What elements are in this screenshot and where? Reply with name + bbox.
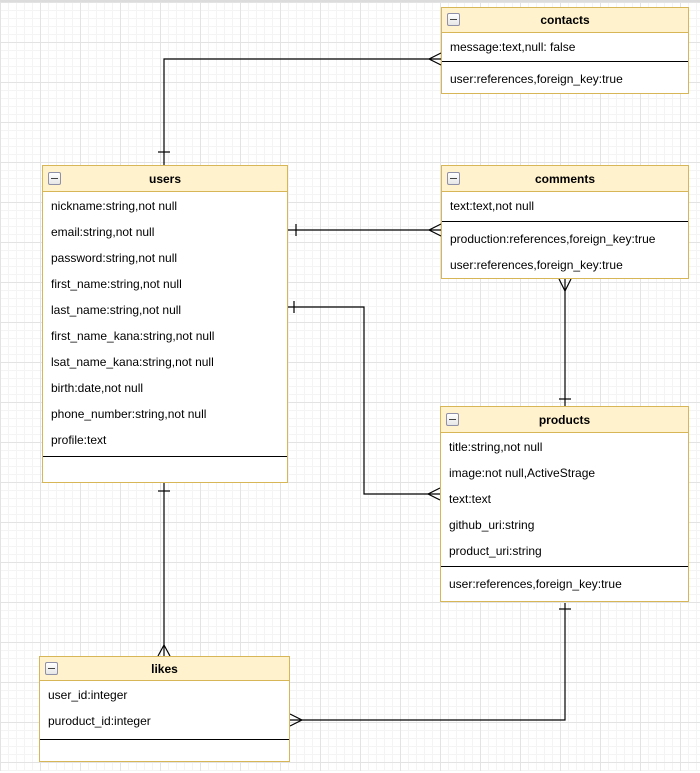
edge-marker [157,644,165,657]
edge-marker [289,713,303,721]
attribute-row[interactable]: profile:text [51,433,107,447]
attribute-row[interactable]: phone_number:string,not null [51,407,207,421]
attribute-row[interactable]: user:references,foreign_key:true [450,258,623,272]
entity-section: user:references,foreign_key:true [441,566,688,602]
entity-section: nickname:string,not null email:string,not… [43,192,287,456]
attribute-row[interactable]: last_name:string,not null [51,303,182,317]
entity-section: text:text,not null [442,192,688,221]
edge-marker [428,223,442,231]
collapse-minus-icon[interactable] [446,412,459,426]
entity-contacts[interactable]: contacts message:text,null: false user:ref… [441,7,689,94]
edge-users-likes[interactable] [157,483,171,657]
edge-products-likes[interactable] [289,603,571,727]
attribute-row[interactable]: birth:date,not null [51,381,144,395]
entity-users[interactable]: users nickname:string,not null email:strin… [42,165,288,483]
edge-users-contacts[interactable] [158,52,442,165]
edge-marker [289,719,303,727]
entity-likes[interactable]: likes user_id:integer puroduct_id:integer [39,656,290,762]
collapse-minus-icon[interactable] [447,171,460,185]
attribute-row[interactable]: github_uri:string [449,518,535,532]
edge-marker [163,644,171,657]
edge-marker [428,229,442,237]
edge-users-comments[interactable] [288,223,442,237]
entity-comments[interactable]: comments text:text,not null production:ref… [441,165,689,279]
attribute-row[interactable]: production:references,foreign_key:true [450,232,656,246]
entity-section: user:references,foreign_key:true [442,61,688,94]
entity-title: users [148,171,182,186]
attribute-row[interactable]: puroduct_id:integer [48,714,151,728]
edge-marker [428,52,442,60]
edge-marker [558,278,566,292]
attribute-row[interactable]: message:text,null: false [450,40,576,54]
collapse-minus-icon[interactable] [447,13,460,26]
entity-title: comments [534,171,596,186]
collapse-minus-icon[interactable] [48,171,61,185]
edge-marker [427,493,441,501]
entity-title: contacts [540,13,590,27]
entity-header-products[interactable]: products [441,407,688,433]
entity-section: message:text,null: false [442,33,688,61]
attribute-row[interactable]: product_uri:string [449,544,542,558]
attribute-row[interactable]: text:text [449,492,492,506]
edge-users-products[interactable] [288,301,441,501]
attribute-row[interactable]: email:string,not null [51,225,155,239]
entity-title: likes [151,661,178,676]
edge-marker [564,278,572,292]
entity-products[interactable]: products title:string,not null image:not n… [440,406,689,602]
attribute-row[interactable]: user:references,foreign_key:true [449,577,622,591]
attribute-row[interactable]: user_id:integer [48,688,128,702]
entity-section [43,456,287,483]
entity-section: title:string,not null image:not null,Acti… [441,433,688,566]
attribute-row[interactable]: nickname:string,not null [51,199,178,213]
attribute-row[interactable]: image:not null,ActiveStrage [449,466,596,480]
entity-header-contacts[interactable]: contacts [442,8,688,33]
edge-products-comments[interactable] [558,278,572,406]
entity-section: user_id:integer puroduct_id:integer [40,681,289,739]
collapse-minus-icon[interactable] [45,661,58,675]
attribute-row[interactable]: text:text,not null [450,199,535,213]
entity-header-likes[interactable]: likes [40,657,289,681]
attribute-row[interactable]: title:string,not null [449,440,543,454]
attribute-row[interactable]: lsat_name_kana:string,not null [51,355,214,369]
attribute-row[interactable]: first_name:string,not null [51,277,182,291]
attribute-row[interactable]: first_name_kana:string,not null [51,329,215,343]
edge-marker [428,58,442,66]
entity-header-comments[interactable]: comments [442,166,688,192]
entity-title: products [538,412,591,427]
attribute-row[interactable]: user:references,foreign_key:true [450,72,623,86]
attribute-row[interactable]: password:string,not null [51,251,178,265]
edge-marker [427,487,441,495]
entity-header-users[interactable]: users [43,166,287,192]
entity-section [40,739,289,762]
